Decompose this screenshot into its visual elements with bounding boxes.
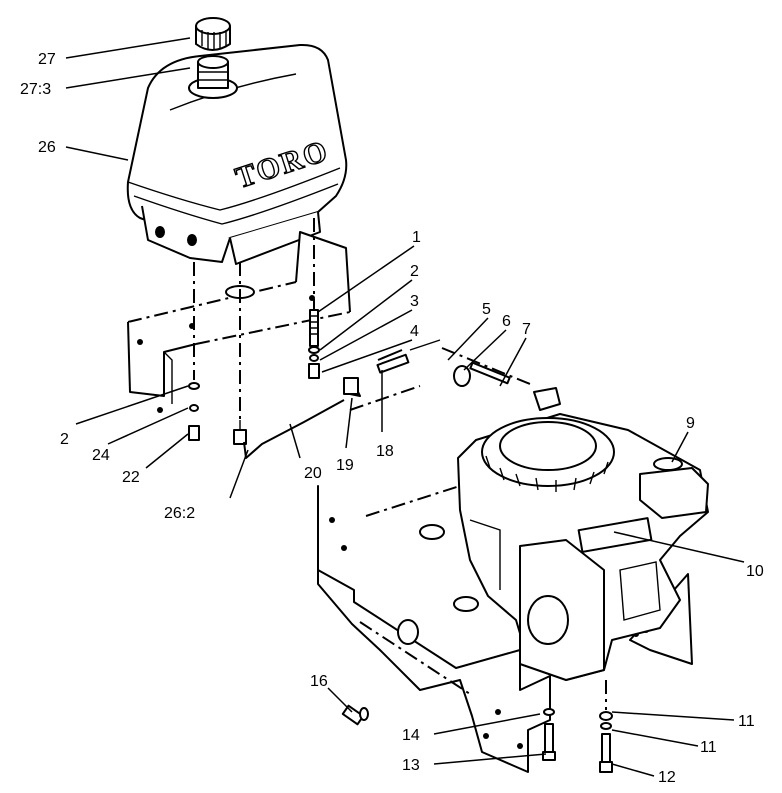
engine: [457, 413, 709, 681]
callout-1: 1: [412, 229, 421, 246]
callout-3: 3: [410, 293, 419, 310]
callout-4: 4: [410, 323, 419, 340]
callout-7: 7: [522, 321, 531, 338]
callout-11-top: 11: [738, 713, 755, 730]
callout-19: 19: [336, 457, 354, 474]
callout-24: 24: [92, 447, 110, 464]
stud-bolt: [308, 309, 320, 379]
tank-support-bracket: [127, 231, 351, 413]
callout-16: 16: [310, 673, 328, 690]
left-bolt-stack: [188, 382, 200, 441]
leader-lines: [65, 37, 745, 777]
fuel-shutoff-valve: [341, 704, 369, 726]
callout-14: 14: [402, 727, 420, 744]
control-lever: [533, 387, 561, 411]
bottom-fasteners: [542, 680, 613, 773]
callout-22: 22: [122, 469, 140, 486]
callout-18: 18: [376, 443, 394, 460]
callout-26-2: 26:2: [164, 505, 195, 522]
callout-26: 26: [38, 139, 56, 156]
fuel-line-assembly: [233, 339, 511, 459]
callout-6: 6: [502, 313, 511, 330]
callout-11-bottom: 11: [700, 739, 717, 756]
fuel-cap: [195, 17, 231, 51]
assembly-center-lines: [193, 218, 531, 420]
callout-9: 9: [686, 415, 695, 432]
callout-13: 13: [402, 757, 420, 774]
callout-2-bottom: 2: [60, 431, 69, 448]
callout-27-3: 27:3: [20, 81, 51, 98]
callout-2-top: 2: [410, 263, 419, 280]
callout-12: 12: [658, 769, 676, 786]
callout-27: 27: [38, 51, 56, 68]
callout-20: 20: [304, 465, 322, 482]
filler-neck: [188, 55, 238, 99]
callout-labels: 27 27:3 26 1 2 3 4 5 6 7 2 24 22 26:2 20…: [20, 51, 764, 786]
callout-5: 5: [482, 301, 491, 318]
callout-10: 10: [746, 563, 764, 580]
